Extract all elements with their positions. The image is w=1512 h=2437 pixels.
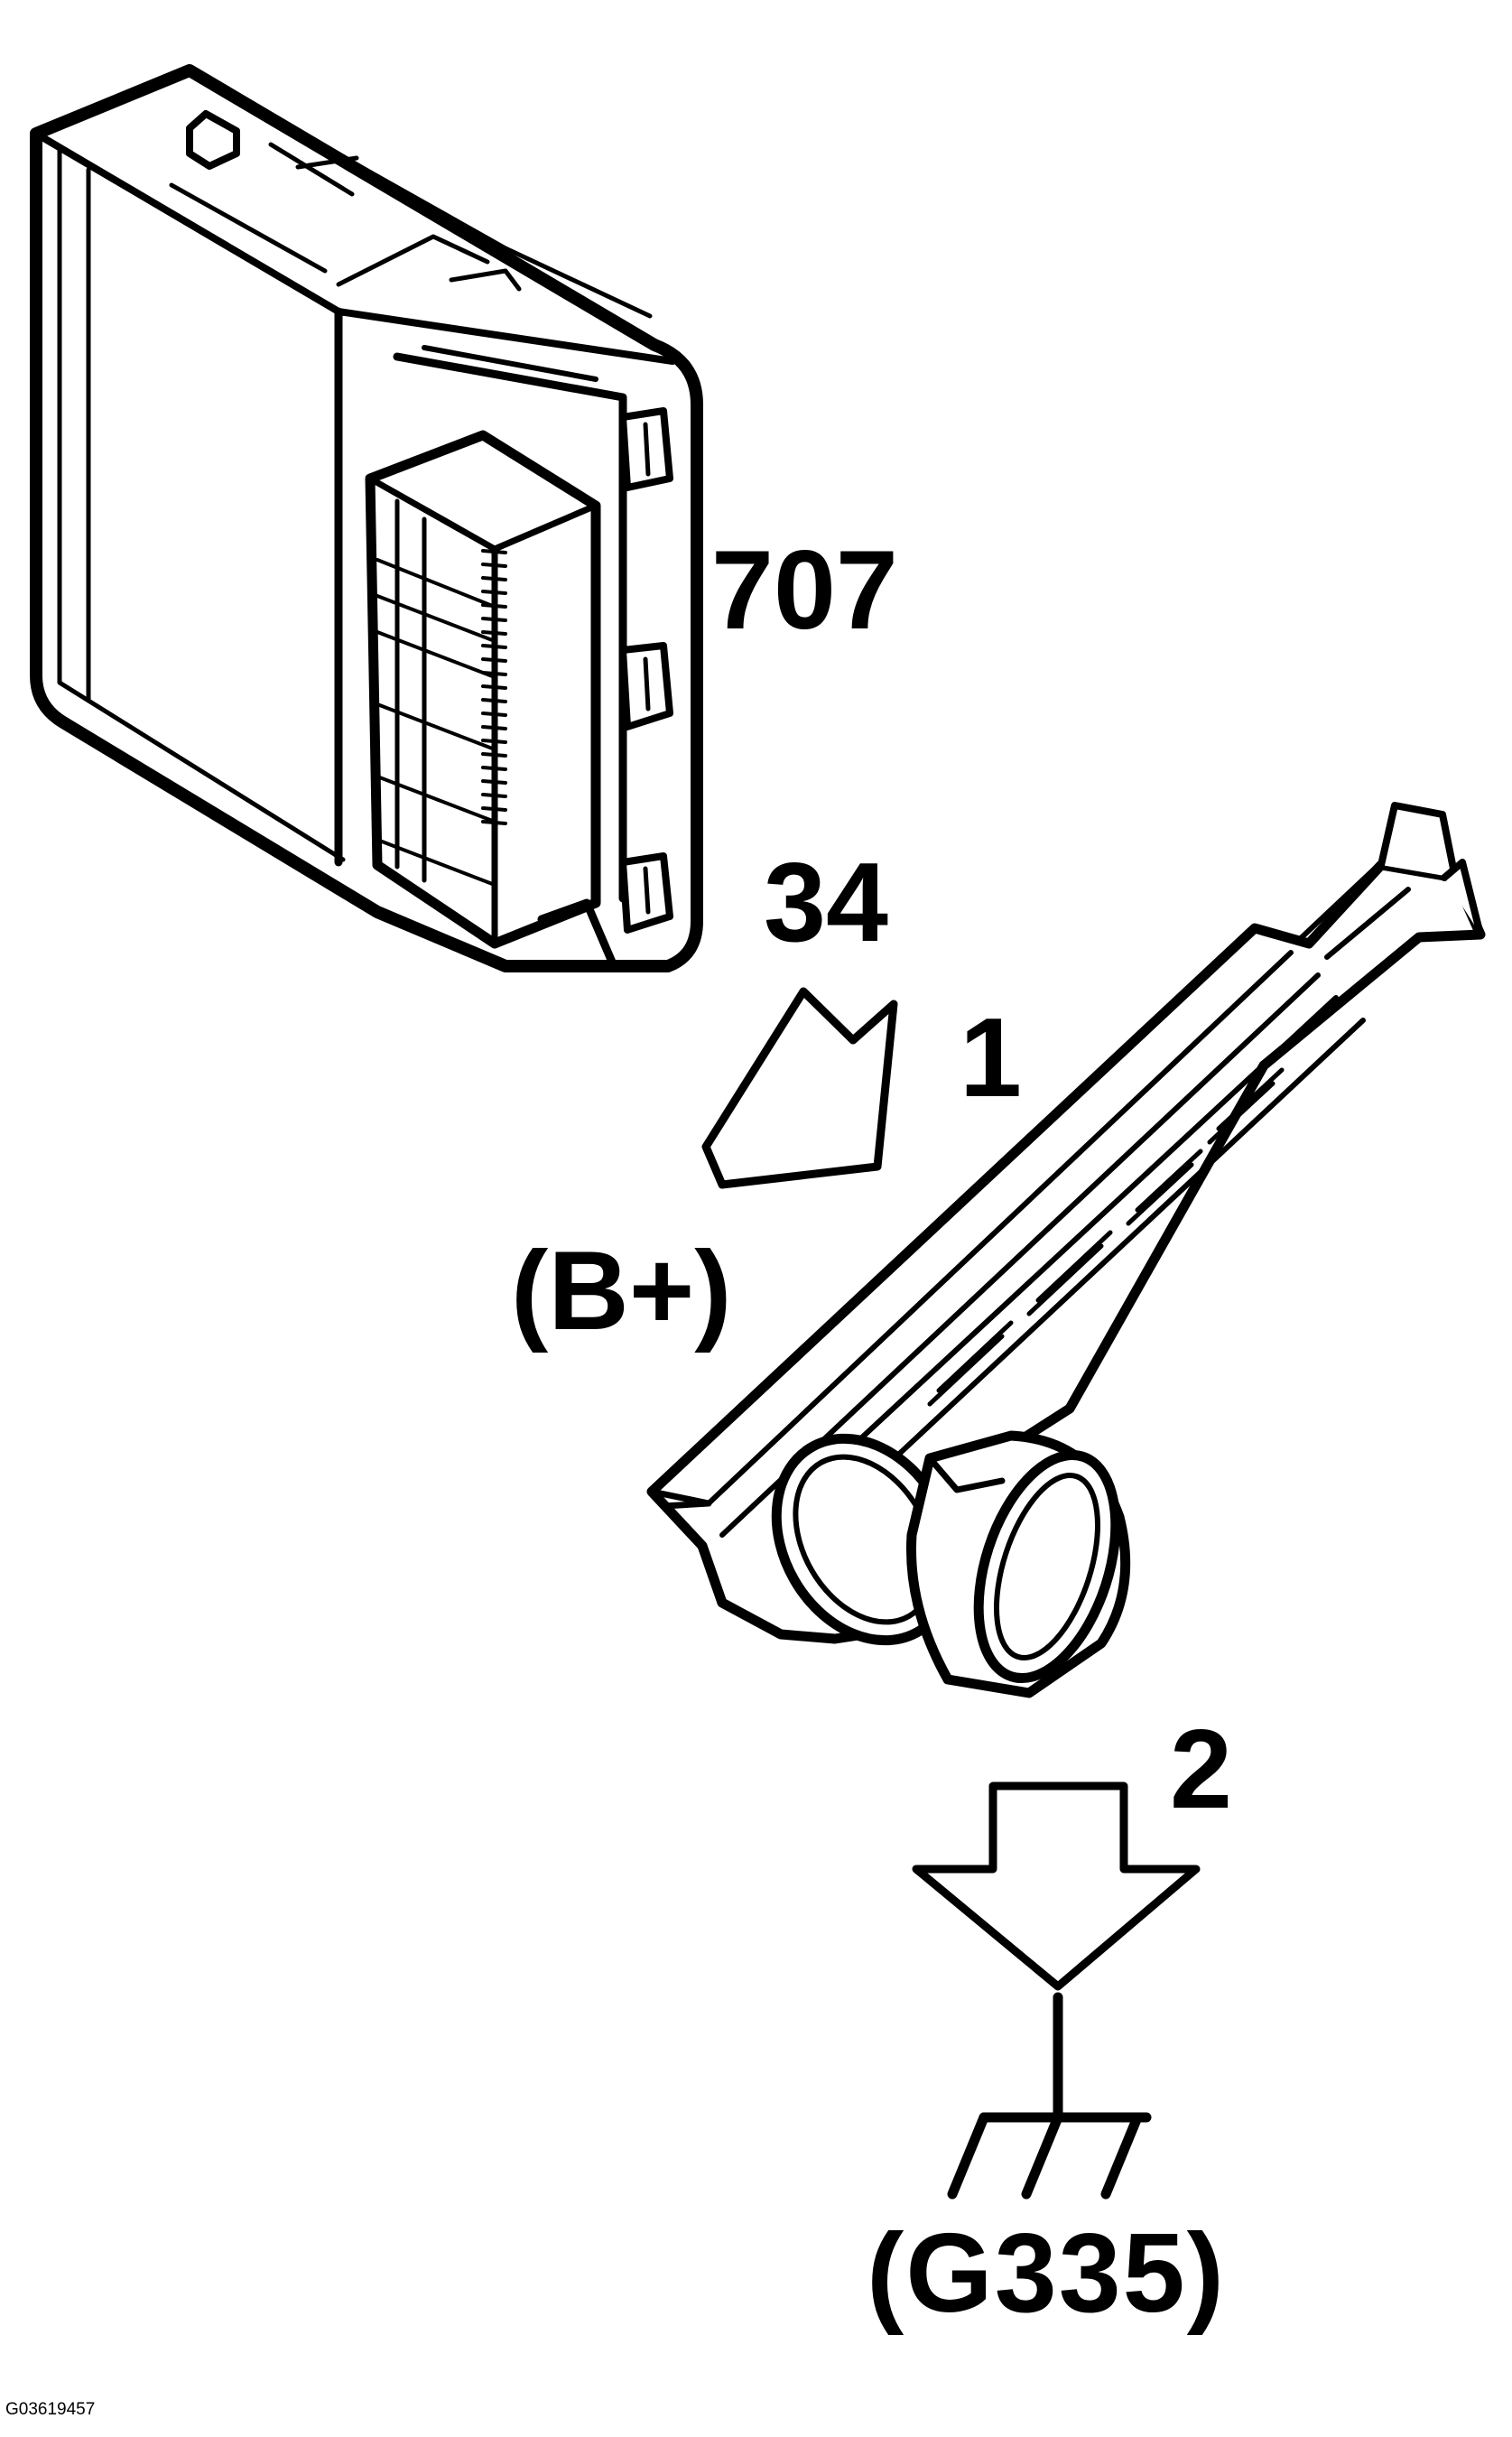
connector-pin-2-label: 2 <box>1170 1707 1232 1832</box>
figure-id: G03619457 <box>5 2400 96 2419</box>
ground-symbol <box>947 1992 1152 2200</box>
module-number-label: 707 <box>711 528 898 653</box>
ground-point-label: (G335) <box>867 2211 1226 2336</box>
control-module-illustration <box>30 64 703 972</box>
connector-pin-1-label: 1 <box>960 996 1022 1121</box>
module-pin-label: 34 <box>764 841 888 965</box>
flow-arrow-right-down <box>701 987 898 1189</box>
supply-signal-label: (B+) <box>511 1229 732 1353</box>
flow-arrow-down <box>912 1781 1201 1991</box>
sensor-connector-illustration <box>646 802 1486 1698</box>
